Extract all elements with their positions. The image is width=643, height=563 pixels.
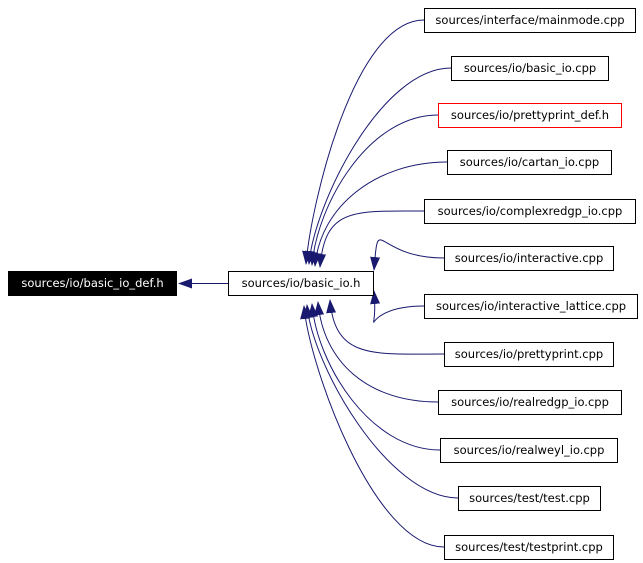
- includer-node[interactable]: sources/io/prettyprint_def.h: [438, 103, 622, 128]
- includer-node[interactable]: sources/io/basic_io.cpp: [451, 56, 609, 81]
- include-edge: [303, 304, 459, 499]
- include-edge: [370, 290, 425, 323]
- includer-node[interactable]: sources/io/complexredgp_io.cpp: [424, 199, 636, 224]
- include-edge: [326, 299, 445, 355]
- include-edge: [305, 67, 452, 265]
- include-edge: [300, 305, 445, 548]
- include-edge: [316, 210, 425, 268]
- include-edge: [308, 114, 439, 266]
- includer-node[interactable]: sources/test/testprint.cpp: [444, 535, 614, 560]
- includer-node[interactable]: sources/io/cartan_io.cpp: [447, 150, 612, 175]
- includer-node[interactable]: sources/io/interactive_lattice.cpp: [424, 294, 638, 319]
- include-edge: [314, 301, 439, 403]
- hub-node[interactable]: sources/io/basic_io.h: [228, 271, 374, 296]
- includer-node[interactable]: sources/test/test.cpp: [458, 486, 601, 511]
- root-node: sources/io/basic_io_def.h: [8, 271, 177, 296]
- includer-node[interactable]: sources/io/realredgp_io.cpp: [438, 390, 622, 415]
- includer-node[interactable]: sources/interface/mainmode.cpp: [424, 8, 636, 33]
- include-edge: [308, 303, 441, 451]
- includer-node[interactable]: sources/io/realweyl_io.cpp: [440, 438, 618, 463]
- includer-node[interactable]: sources/io/interactive.cpp: [444, 246, 614, 271]
- include-edge: [311, 161, 448, 267]
- includer-node[interactable]: sources/io/prettyprint.cpp: [444, 342, 614, 367]
- include-edge: [302, 19, 425, 265]
- include-edge: [370, 239, 445, 271]
